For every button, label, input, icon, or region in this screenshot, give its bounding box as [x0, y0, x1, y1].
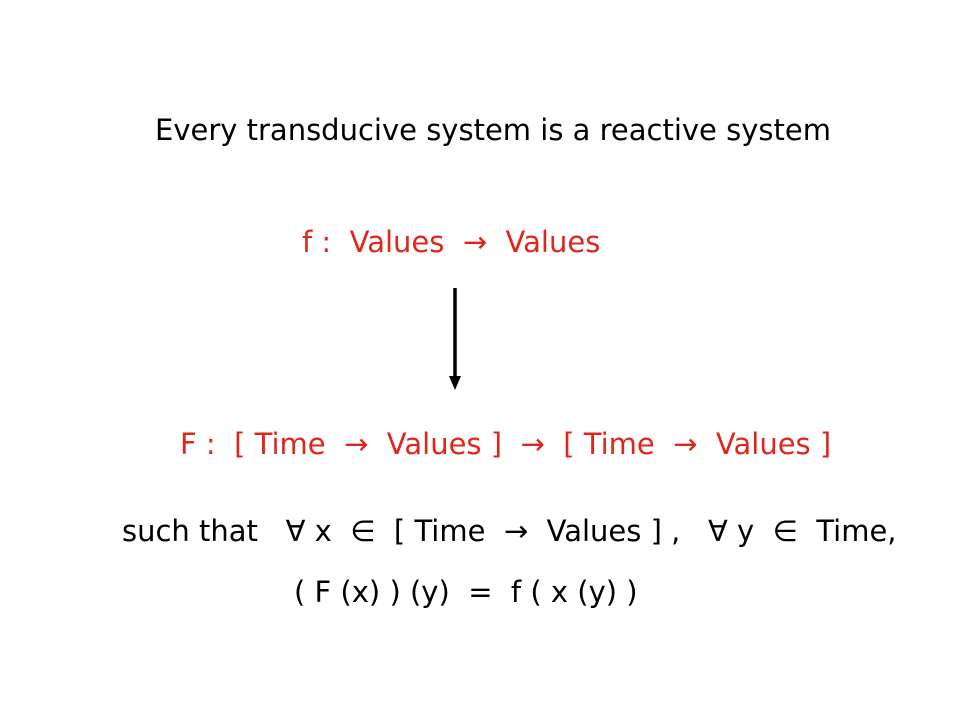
such-that-condition: such that ∀ x ∈ [ Time → Values ] , ∀ y … [122, 514, 897, 548]
f-signature: f : Values → Values [302, 225, 601, 259]
slide-title: Every transducive system is a reactive s… [155, 113, 831, 147]
defining-equation: ( F (x) ) (y) = f ( x (y) ) [294, 575, 638, 609]
arrow-down-icon [449, 288, 461, 390]
F-signature: F : [ Time → Values ] → [ Time → Values … [180, 427, 832, 461]
